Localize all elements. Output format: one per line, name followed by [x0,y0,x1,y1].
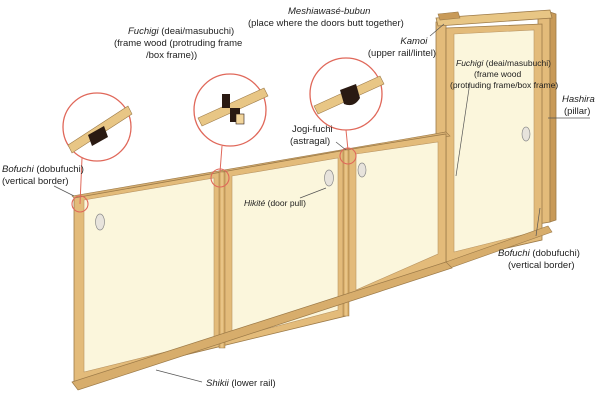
label-fuchigi-right: Fuchigi (deai/masubuchi) (frame wood (pr… [450,58,558,90]
door-pull-3 [357,162,367,178]
kamoi-top [437,11,461,21]
door-pull-2 [324,169,334,187]
callout-meshiawase [309,57,385,165]
door-stile-1 [218,171,226,349]
shikii-rail [71,261,453,391]
door-3-panel [355,141,439,291]
label-meshiawase: Meshiawasé-bubun (place where the doors … [248,6,404,29]
leader-jogi [335,141,347,151]
door-run [71,131,453,391]
door-stile-2 [342,149,350,317]
leader-lines [53,23,590,383]
right-wall-section [435,9,557,269]
leader-fuchigi-right [455,81,471,177]
label-hikite: Hikité (door pull) [244,198,306,208]
leader-bofuchi-right [535,207,541,237]
pillar-side [549,11,557,223]
door-2-panel [231,157,339,339]
left-post [435,19,447,135]
label-hashira: Hashira (pillar) [562,94,597,117]
leader-bofuchi-left [53,185,75,197]
label-shikii: Shikii (lower rail) [206,378,276,389]
label-kamoi: Kamoi (upper rail/lintel) [368,36,436,59]
leader-shikii [155,369,203,383]
label-fuchigi-left: Fuchigi (deai/masubuchi) (frame wood (pr… [114,26,245,61]
callout-fuchigi-left [62,92,133,213]
leader-hikite [299,187,327,199]
leader-kamoi [429,23,445,37]
callout-fuchigi-center [193,73,269,188]
kamoi-rail [435,9,553,27]
label-bofuchi-right: Bofuchi (dobufuchi) (vertical border) [498,248,583,271]
door-pull-1 [95,213,105,231]
label-bofuchi-left: Bofuchi (dobufuchi) (vertical border) [2,164,87,187]
door-pull-right [521,126,531,142]
label-jogi-fuchi: Jogi-fuchi (astragal) [290,124,335,147]
